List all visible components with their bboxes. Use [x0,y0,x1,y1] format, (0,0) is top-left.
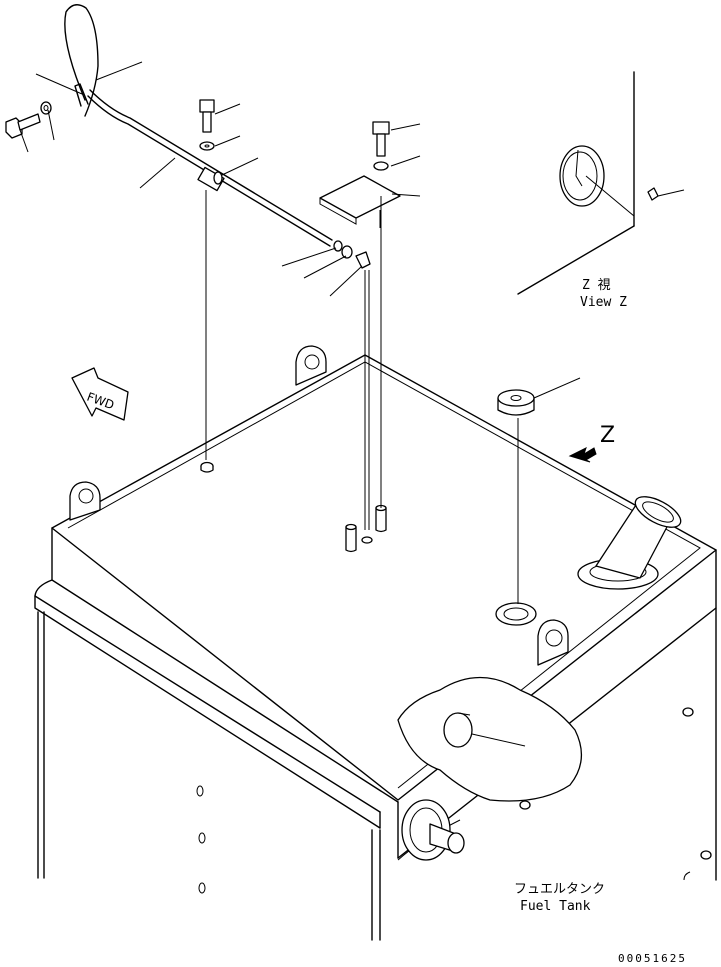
dipstick-assembly [5,4,371,530]
drain-plug [401,799,465,861]
mount-studs [345,504,387,553]
leader-lines [19,61,381,297]
tank-label-jp: フュエルタンク [514,882,605,897]
fwd-arrow: FWD [71,367,129,421]
bracket-assembly [319,121,421,508]
z-arrow: Z [568,423,615,463]
view-z-inset [517,71,685,295]
view-label-jp: Z 視 [582,278,611,293]
lifting-eye-front [537,619,569,666]
view-label-en: View Z [580,295,627,310]
filler-neck [577,496,682,590]
bolt-center [199,99,259,176]
drawing-number: 00051625 [618,952,687,965]
z-marker: Z [600,423,615,448]
lifting-eye-rear [295,345,327,386]
detail-bubble [397,676,582,802]
grommet [495,377,581,626]
tank-label-en: Fuel Tank [520,899,591,914]
lifting-eye-left [69,481,101,521]
